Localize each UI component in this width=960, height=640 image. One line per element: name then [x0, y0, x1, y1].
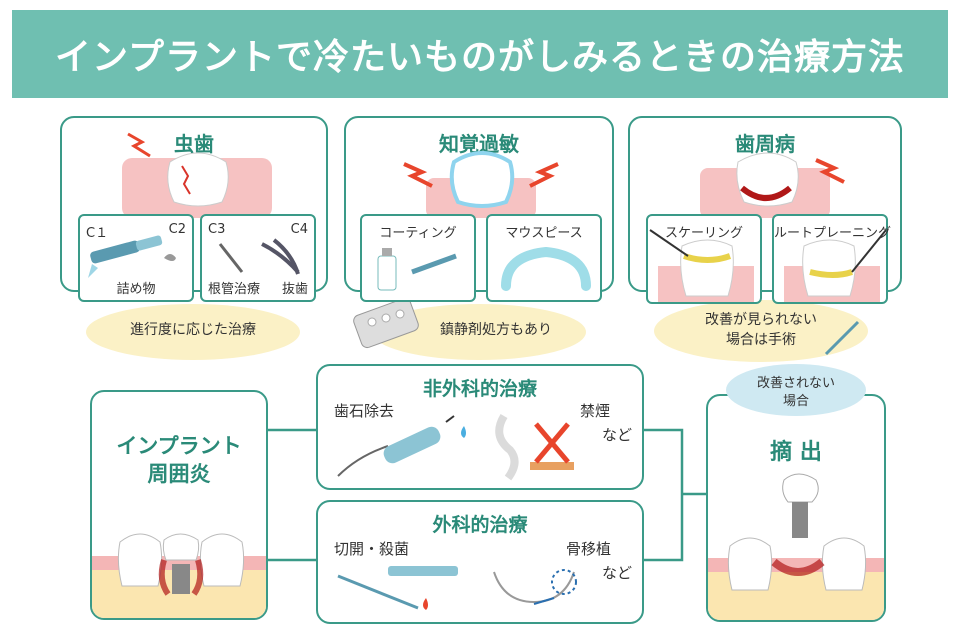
forceps-icon — [218, 238, 300, 275]
root-planing-tooth-icon — [784, 229, 887, 302]
hypersensitivity-note: 鎮静剤処方もあり — [440, 322, 552, 338]
surgical-illustration — [337, 566, 577, 610]
surgical-title: 外科的治療 — [432, 514, 528, 536]
removal-condition-line2: 場合 — [782, 394, 809, 409]
removal-illustration — [708, 473, 884, 620]
caries-tooth-illustration — [122, 132, 272, 218]
root-planing-box: ルートプレーニング — [772, 214, 892, 304]
mouthpiece-icon — [501, 246, 591, 291]
periodontal-note-line1: 改善が見られない — [705, 312, 817, 328]
non-surgical-card: 非外科的治療 歯石除去 禁煙 など — [316, 364, 644, 490]
extraction-small-label: 抜歯 — [281, 282, 308, 297]
caries-filling-box: C１ C2 詰め物 — [78, 214, 194, 302]
peri-implantitis-illustration — [92, 533, 266, 618]
periodontal-note-ellipse — [654, 300, 868, 362]
scaling-removal-label: 歯石除去 — [334, 402, 395, 420]
removal-condition-line1: 改善されない — [756, 376, 835, 391]
sensitive-tooth-illustration — [403, 151, 559, 218]
scalpel-icon — [824, 320, 860, 356]
peri-implantitis-title-line1: インプラント — [116, 434, 242, 458]
header-banner: インプラントで冷たいものがしみるときの治療方法 — [12, 10, 948, 98]
surgical-card: 外科的治療 切開・殺菌 骨移植 など — [316, 500, 644, 624]
periodontal-card: 歯周病 スケーリング ルートプレーニング — [628, 116, 902, 304]
caries-rootcanal-box: C3 C4 根管治療 抜歯 — [200, 214, 316, 302]
scaling-label: スケーリング — [664, 226, 743, 241]
scaling-tooth-icon — [649, 229, 754, 302]
removal-title: 摘 出 — [770, 440, 822, 465]
periodontal-tooth-illustration — [700, 152, 845, 218]
mouthpiece-box: マウスピース — [486, 214, 602, 302]
mouthpiece-label: マウスピース — [505, 226, 583, 241]
filling-label: 詰め物 — [116, 282, 156, 297]
caries-note: 進行度に応じた治療 — [130, 322, 256, 338]
drill-icon — [88, 235, 176, 278]
non-surgical-illustration — [337, 413, 574, 481]
bone-graft-label: 骨移植 — [566, 540, 612, 558]
incision-label: 切開・殺菌 — [334, 540, 410, 558]
removal-condition-bubble — [726, 364, 866, 416]
peri-implantitis-card: インプラント 周囲炎 — [90, 390, 268, 620]
page-title: インプラントで冷たいものがしみるときの治療方法 — [55, 37, 905, 78]
non-surgical-etc-label: など — [602, 426, 633, 444]
caries-c4-label: C4 — [290, 222, 308, 237]
periodontal-title: 歯周病 — [735, 132, 795, 156]
root-canal-label: 根管治療 — [208, 282, 261, 297]
peri-implantitis-title-line2: 周囲炎 — [147, 462, 211, 486]
periodontal-note-line2: 場合は手術 — [726, 332, 796, 348]
caries-c1-label: C１ — [86, 226, 109, 241]
coating-bottle-icon — [377, 248, 457, 291]
scaling-box: スケーリング — [646, 214, 762, 304]
caries-title: 虫歯 — [174, 132, 214, 156]
caries-note-ellipse — [86, 304, 300, 360]
pill-pack-icon — [353, 297, 419, 349]
root-planing-label: ルートプレーニング — [774, 226, 892, 241]
caries-card: 虫歯 C１ C2 詰め物 C3 C4 根管治療 抜歯 — [60, 116, 328, 302]
non-surgical-title: 非外科的治療 — [422, 378, 537, 400]
removal-card: 摘 出 — [706, 394, 886, 622]
caries-c2-label: C2 — [168, 222, 186, 237]
coating-box: コーティング — [360, 214, 476, 302]
caries-c3-label: C3 — [208, 222, 226, 237]
coating-label: コーティング — [379, 226, 457, 241]
surgical-etc-label: など — [602, 564, 633, 582]
no-smoking-label: 禁煙 — [580, 402, 611, 420]
hypersensitivity-card: 知覚過敏 コーティング マウスピース — [344, 116, 614, 302]
